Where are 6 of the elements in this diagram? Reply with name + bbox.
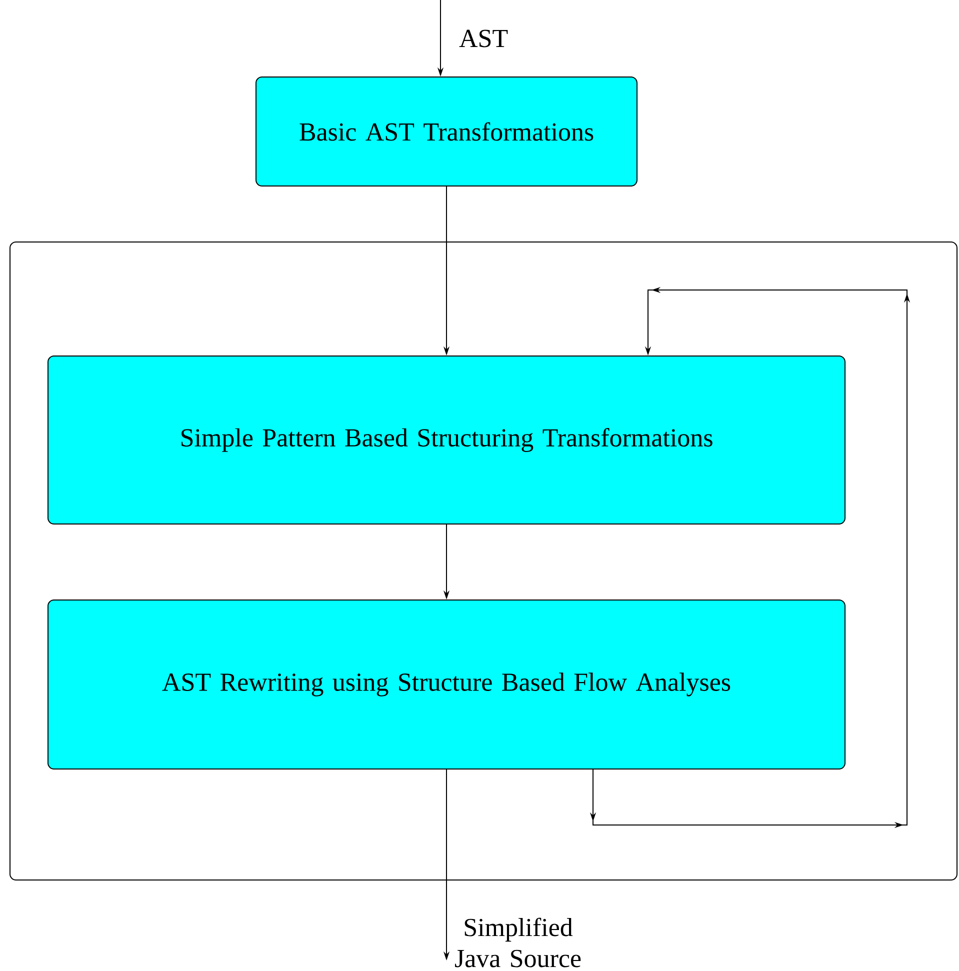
edge-label: Simplified Java Source bbox=[455, 918, 581, 968]
process-box: Basic AST Transformations bbox=[256, 76, 638, 186]
process-box: AST Rewriting using Structure Based Flow Analyses bbox=[48, 600, 846, 770]
group-frame bbox=[10, 242, 958, 880]
edge-label: AST bbox=[459, 30, 508, 48]
process-box: Simple Pattern Based Structuring Transformations bbox=[48, 356, 846, 524]
